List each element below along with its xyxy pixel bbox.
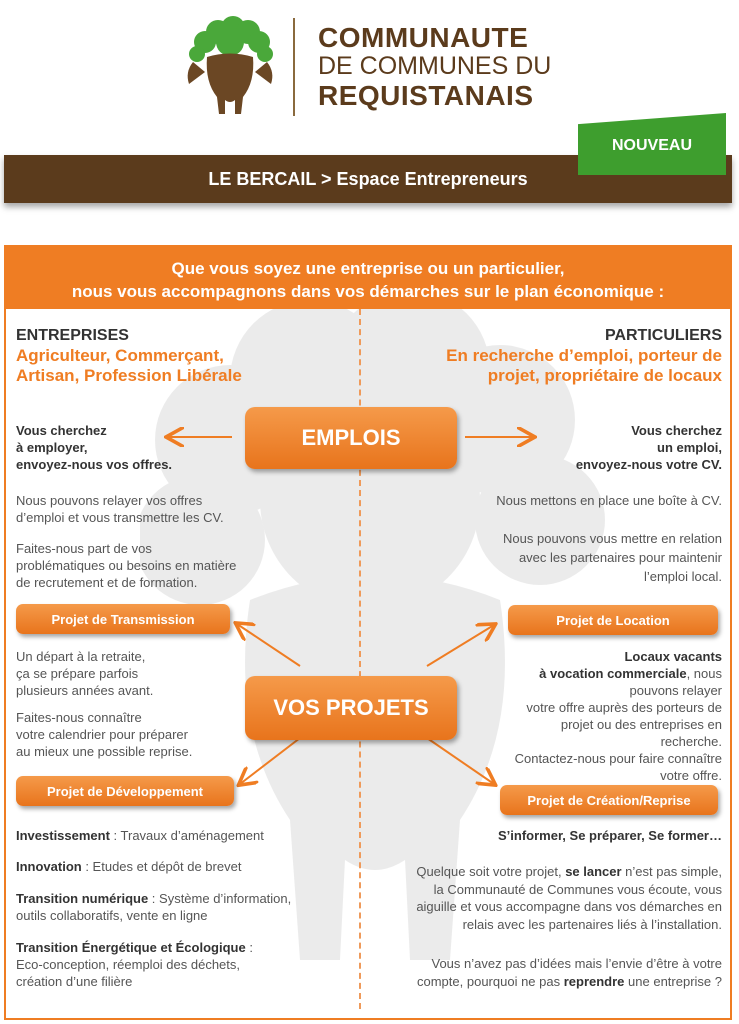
emplois-left-p2-1: Faites-nous part de vos [16,541,152,556]
intro-banner: Que vous soyez une entreprise ou un part… [4,245,732,309]
dev-item-4: Transition Énergétique et Écologique : E… [16,939,253,990]
location-line-8: votre offre. [660,768,722,783]
particuliers-sub-2: projet, propriétaire de locaux [487,366,722,385]
brand-line-1: COMMUNAUTE [318,22,529,53]
creation-p1-line-2: la Communauté de Communes vous écoute, v… [433,881,722,897]
dev-item-4-bold: Transition Énergétique et Écologique [16,940,246,955]
location-bold-2: à vocation commerciale [539,666,687,681]
dev-item-3-text-2: outils collaboratifs, vente en ligne [16,908,208,923]
logo-divider [293,18,295,116]
transmission-p1-3: plusieurs années avant. [16,683,154,698]
emplois-right-title: Vous cherchez un emploi, envoyez-nous vo… [576,422,722,473]
emplois-right-title-2: un emploi, [657,440,722,455]
brand-line-2: DE COMMUNES DU [318,52,552,80]
dev-item-2-bold: Innovation [16,859,82,874]
creation-p1-line-1: Quelque soit votre projet, se lancer n’e… [416,863,722,881]
dev-item-1-text: : Travaux d’aménagement [109,828,264,843]
dev-item-4-text-2: Eco-conception, réemploi des déchets, [16,957,241,972]
entreprises-sub-2: Artisan, Profession Libérale [16,366,242,385]
projet-transmission-button[interactable]: Projet de Transmission [16,604,230,634]
creation-p1-a: Quelque soit votre projet, [416,864,566,879]
emplois-left-p2-3: de recrutement et de formation. [16,575,198,590]
creation-p1-bold: se lancer [565,864,622,879]
emplois-left-p2: Faites-nous part de vos problématiques o… [16,540,236,591]
location-line-7: Contactez-nous pour faire connaître [514,751,722,766]
new-badge: NOUVEAU [578,113,726,175]
emplois-left-p1: Nous pouvons relayer vos offres d’emploi… [16,492,224,526]
projet-developpement-button[interactable]: Projet de Développement [16,776,234,806]
creation-p2-line-1: Vous n’avez pas d’idées mais l’envie d’ê… [431,956,723,971]
creation-p2-a: compte, pourquoi ne pas [417,973,564,989]
emplois-left-p2-2: problématiques ou besoins en matière [16,558,237,573]
projet-location-button[interactable]: Projet de Location [508,605,718,635]
emplois-left-title-2: à employer, [16,440,88,455]
dev-item-2-text: : Etudes et dépôt de brevet [81,859,242,874]
location-text: Locaux vacants à vocation commerciale, n… [515,648,722,784]
location-bold-1: Locaux vacants [624,649,722,664]
dev-item-4-text: : [245,940,253,955]
entreprises-sub-1: Agriculteur, Commerçant, [16,346,224,365]
dev-item-3-text: : Système d’information, [148,891,292,906]
emplois-button[interactable]: EMPLOIS [245,407,457,469]
location-line-5: projet ou des entreprises en [560,717,722,732]
creation-p1-line-3: aiguille et vous accompagne dans vos dém… [416,899,722,914]
location-line-3: pouvons relayer [629,683,723,698]
emplois-left-p1-2: d’emploi et vous transmettre les CV. [16,510,224,525]
location-t1: , nous [686,666,722,681]
location-line-2: à vocation commerciale, nous [515,665,722,682]
dev-item-1-bold: Investissement [16,828,110,843]
creation-p2-c: une entreprise ? [624,973,722,989]
emplois-right-p2-3: l’emploi local. [643,569,722,584]
emplois-right-p2-2: avec les partenaires pour maintenir [518,550,722,565]
creation-p2-bold: reprendre [563,973,625,989]
intro-line-1: Que vous soyez une entreprise ou un part… [171,259,565,278]
transmission-p2-2: votre calendrier pour préparer [16,727,188,742]
sheep-logo-icon [187,16,273,114]
dev-item-3: Transition numérique : Système d’informa… [16,890,291,924]
creation-p1: Quelque soit votre projet, se lancer n’e… [416,863,722,933]
transmission-p2-1: Faites-nous connaître [16,710,142,725]
projet-creation-button[interactable]: Projet de Création/Reprise [500,785,718,815]
emplois-right-p1: Nous mettons en place une boîte à CV. [496,493,722,508]
dev-item-3-bold: Transition numérique [16,891,149,906]
dev-item-2: Innovation : Etudes et dépôt de brevet [16,858,241,875]
emplois-left-title: Vous cherchez à employer, envoyez-nous v… [16,422,172,473]
transmission-p1-2: ça se prépare parfois [16,666,139,681]
location-line-6: recherche. [660,734,722,749]
dev-item-4-text-3: création d’une filière [16,974,133,989]
emplois-left-title-3: envoyez-nous vos offres. [16,457,173,472]
particuliers-heading: PARTICULIERS [604,327,722,344]
transmission-p2-3: au mieux une possible reprise. [16,744,193,759]
emplois-right-title-1: Vous cherchez [631,423,722,438]
center-dashed-divider [359,309,361,1009]
intro-line-2: nous vous accompagnons dans vos démarche… [71,282,665,301]
transmission-p1-1: Un départ à la retraite, [16,649,146,664]
emplois-left-title-1: Vous cherchez [16,423,107,438]
emplois-left-p1-1: Nous pouvons relayer vos offres [16,493,203,508]
location-line-4: votre offre auprès des porteurs de [526,700,722,715]
entreprises-heading: ENTREPRISES [16,327,129,344]
creation-tagline: S’informer, Se préparer, Se former… [498,828,722,843]
particuliers-sub-1: En recherche d’emploi, porteur de [446,346,722,365]
location-line-1: Locaux vacants [515,648,722,665]
dev-item-1: Investissement : Travaux d’aménagement [16,827,264,844]
creation-p1-line-4: relais avec les partenaires liés à l’ins… [462,916,722,932]
transmission-p2: Faites-nous connaître votre calendrier p… [16,709,192,760]
vos-projets-button[interactable]: VOS PROJETS [245,676,457,740]
emplois-right-p2-1: Nous pouvons vous mettre en relation [503,531,722,546]
emplois-right-p2: Nous pouvons vous mettre en relation ave… [503,529,722,586]
brand-line-3: REQUISTANAIS [318,80,534,111]
creation-p2-line-2: compte, pourquoi ne pas reprendre une en… [417,973,722,991]
creation-p1-c: n’est pas simple, [621,864,722,879]
creation-p2: Vous n’avez pas d’idées mais l’envie d’ê… [417,955,722,990]
emplois-right-title-3: envoyez-nous votre CV. [575,457,722,472]
transmission-p1: Un départ à la retraite, ça se prépare p… [16,648,153,699]
